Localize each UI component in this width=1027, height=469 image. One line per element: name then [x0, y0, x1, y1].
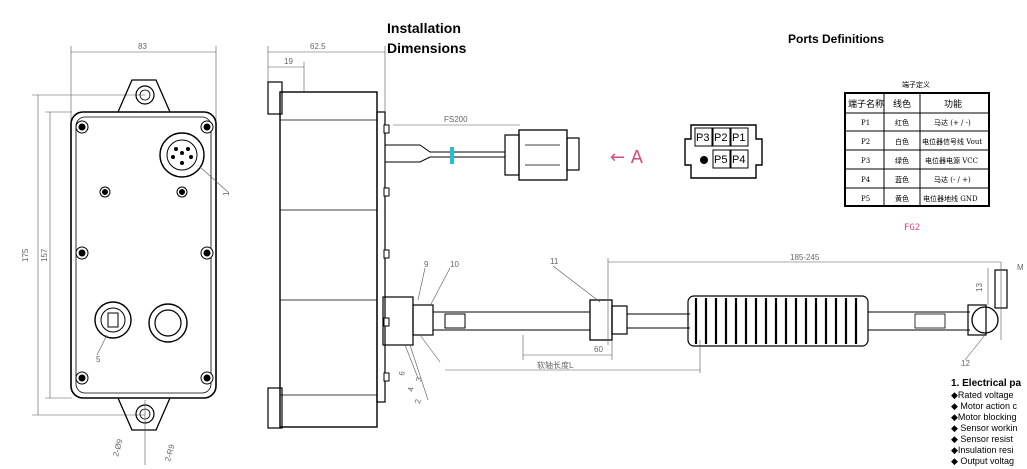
port-table-cell: 电位器电源 VCC	[925, 156, 978, 165]
port-table: 端子定义 端子名称 线色 功能 P1 红色 马达 (+ / -) P2 白色 电…	[844, 80, 990, 233]
port-table-cell: P1	[861, 119, 870, 127]
electrical-item: ◆Rated voltage	[951, 390, 1013, 400]
callout-3: 3	[414, 376, 424, 382]
front-view: 83 175 157	[21, 42, 231, 465]
callout-4: 4	[406, 386, 416, 392]
front-hole-dim-2: 2-R9	[163, 443, 176, 463]
port-table-cell: 马达 (- / +)	[934, 175, 971, 184]
port-table-cell: P5	[861, 195, 870, 203]
port-table-cell: 绿色	[895, 156, 909, 165]
port-table-cell: 电位器地线 GND	[923, 194, 978, 203]
front-callout-1: 1	[222, 191, 231, 196]
port-table-cell: 黄色	[895, 194, 909, 203]
end-dim-13: 13	[975, 283, 984, 292]
front-height-outer-dim: 175	[21, 248, 30, 262]
electrical-item: ◆ Sensor resist	[951, 434, 1013, 444]
port-table-cell: 白色	[895, 137, 909, 146]
installation-title-line2: Dimensions	[387, 40, 467, 56]
port-table-cell: 马达 (+ / -)	[934, 118, 971, 127]
cable-length-dim: FS200	[444, 115, 468, 124]
bolt-dim: 60	[594, 345, 603, 354]
port-table-title: 端子定义	[902, 80, 930, 89]
connector-key-dot	[700, 156, 708, 164]
ports-definitions-title: Ports Definitions	[788, 32, 884, 46]
cable-marker	[450, 147, 454, 164]
port-table-cell: 红色	[895, 118, 909, 127]
callout-10: 10	[450, 260, 459, 269]
pin-p4: P4	[732, 154, 745, 166]
electrical-item: ◆Insulation resi	[951, 445, 1013, 455]
electrical-item: ◆ Motor action c	[951, 401, 1017, 411]
figure-label: FG2	[904, 223, 920, 233]
stroke-dim: 185-245	[790, 253, 820, 262]
electrical-item: ◆ Output voltag	[951, 456, 1014, 466]
pin-p2: P2	[714, 132, 727, 144]
port-table-header-name: 端子名称	[848, 98, 884, 110]
pin-p1: P1	[732, 132, 745, 144]
electrical-item: ◆Motor blocking	[951, 412, 1016, 422]
side-depth-dim: 62.5	[310, 42, 326, 51]
port-table-header-color: 线色	[893, 98, 911, 110]
front-height-inner-dim: 157	[40, 248, 49, 262]
connector-face: ← A P3 P2 P1 P5 P4	[610, 124, 763, 179]
callout-12: 12	[961, 359, 970, 368]
pin-p3: P3	[696, 132, 709, 144]
length-label: 软轴长度L	[537, 360, 574, 370]
port-table-header-function: 功能	[944, 98, 962, 110]
electrical-heading: 1. Electrical pa	[951, 378, 1021, 389]
side-view: 62.5 19 FS200	[267, 42, 1024, 429]
callout-11: 11	[550, 257, 559, 266]
installation-title-line1: Installation	[387, 20, 461, 36]
callout-6: 6	[397, 370, 407, 376]
port-table-cell: P2	[861, 138, 870, 146]
port-table-cell: P4	[861, 176, 871, 184]
port-table-cell: 蓝色	[895, 175, 909, 184]
port-table-cell: P3	[861, 157, 870, 165]
front-callout-5: 5	[96, 355, 101, 364]
end-dim-m: M	[1017, 263, 1024, 272]
electrical-item: ◆ Sensor workin	[951, 423, 1017, 433]
callout-9: 9	[424, 260, 429, 269]
callout-2: 2	[413, 398, 423, 404]
front-hole-dim-1: 2-Ø9	[111, 437, 124, 457]
pin-p5: P5	[714, 154, 727, 166]
view-a-arrow: ← A	[610, 147, 644, 168]
electrical-parameters: 1. Electrical pa ◆Rated voltage ◆ Motor …	[951, 378, 1021, 466]
front-width-dim: 83	[138, 42, 147, 51]
port-table-cell: 电位器信号线 Vout	[922, 137, 982, 146]
side-flange-dim: 19	[284, 57, 293, 66]
